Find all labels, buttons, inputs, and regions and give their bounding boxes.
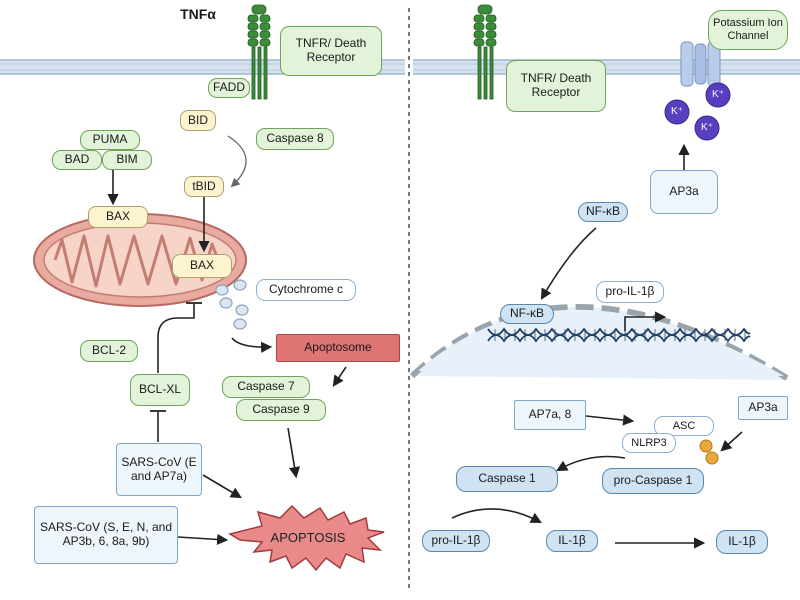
sars-multi-label: SARS-CoV (S, E, N, and AP3b, 6, 8a, 9b) <box>34 506 178 564</box>
il1b-label: IL-1β <box>546 530 598 552</box>
puma-label: PUMA <box>80 130 140 150</box>
ap7a8-label: AP7a, 8 <box>514 400 586 430</box>
transcription-arrow <box>624 311 667 331</box>
bax-mito-label: BAX <box>172 254 232 278</box>
apoptosis-label: APOPTOSIS <box>270 529 346 545</box>
arrow-cytc-to-apoptosome <box>231 337 273 353</box>
tbid-label: tBID <box>184 176 224 197</box>
receptor-label-right: TNFR/ Death Receptor <box>506 60 606 112</box>
fadd-label: FADD <box>208 78 250 98</box>
tnf-receptor-icon <box>247 4 271 100</box>
apoptosis-burst-icon <box>228 504 385 572</box>
caspase1-label: Caspase 1 <box>456 466 558 492</box>
ap3a-channel-label: AP3a <box>650 170 718 214</box>
arrow-nfkb-to-nucleus <box>540 227 597 300</box>
bid-label: BID <box>180 110 216 131</box>
arrow-sars-multi-to-apoptosis <box>177 533 229 546</box>
cytochrome-c-label: Cytochrome c <box>256 279 356 301</box>
bad-label: BAD <box>52 150 102 170</box>
cell-membrane-right <box>413 59 800 75</box>
inflammasome-icon <box>699 439 719 465</box>
nlrp3-label: NLRP3 <box>622 433 676 453</box>
inhibition-bclxl-bax <box>157 304 195 373</box>
arrow-caspase-to-apoptosis <box>287 427 301 479</box>
pro-il1b-gene-label: pro-IL-1β <box>596 281 664 303</box>
potassium-channel-icon <box>680 41 721 87</box>
arrow-apoptosome-to-caspase <box>332 366 347 387</box>
caspase7-label: Caspase 7 <box>222 376 310 398</box>
arrow-sars-e-to-apoptosis <box>202 474 242 499</box>
apoptosome-label: Apoptosome <box>276 334 400 362</box>
kplus-label-3: K⁺ <box>701 122 713 134</box>
arrow-pro-il1b-to-il1b <box>451 508 542 524</box>
nfkb-cyto-label: NF-κB <box>578 202 628 222</box>
arrow-pro-caspase-to-caspase <box>556 455 626 472</box>
asc-label: ASC <box>654 416 714 436</box>
arrow-ap3a-to-inflammasome <box>720 431 743 452</box>
sars-e-ap7a-label: SARS-CoV (E and AP7a) <box>116 443 202 496</box>
caspase8-label: Caspase 8 <box>256 128 334 150</box>
ap3a-inflammasome-label: AP3a <box>738 396 788 420</box>
bclxl-label: BCL-XL <box>130 374 190 406</box>
nucleoplasm <box>418 309 784 376</box>
pro-caspase1-label: pro-Caspase 1 <box>602 468 704 494</box>
potassium-ion-icon <box>664 82 731 141</box>
dna-icon <box>487 327 751 343</box>
receptor-label: TNFR/ Death Receptor <box>280 26 382 76</box>
kplus-label-1: K⁺ <box>671 106 683 118</box>
il1b-released-label: IL-1β <box>716 530 768 554</box>
arrow-bid-to-tbid <box>227 135 247 188</box>
bcl2-label: BCL-2 <box>80 340 138 362</box>
caspase9-label: Caspase 9 <box>236 399 326 421</box>
cytochrome-c-icon <box>215 279 249 330</box>
tnf-receptor-icon-right <box>473 4 497 100</box>
bax-label: BAX <box>88 206 148 228</box>
nfkb-nuclear-label: NF-κB <box>500 304 554 324</box>
ligand-label: TNFα <box>180 5 216 22</box>
kplus-label-2: K⁺ <box>712 89 724 101</box>
mitochondrion-icon <box>33 213 247 307</box>
pro-il1b-label: pro-IL-1β <box>422 530 490 552</box>
potassium-channel-label: Potassium Ion Channel <box>708 10 788 50</box>
bim-label: BIM <box>102 150 152 170</box>
arrow-ap7a-to-inflammasome <box>585 414 635 426</box>
